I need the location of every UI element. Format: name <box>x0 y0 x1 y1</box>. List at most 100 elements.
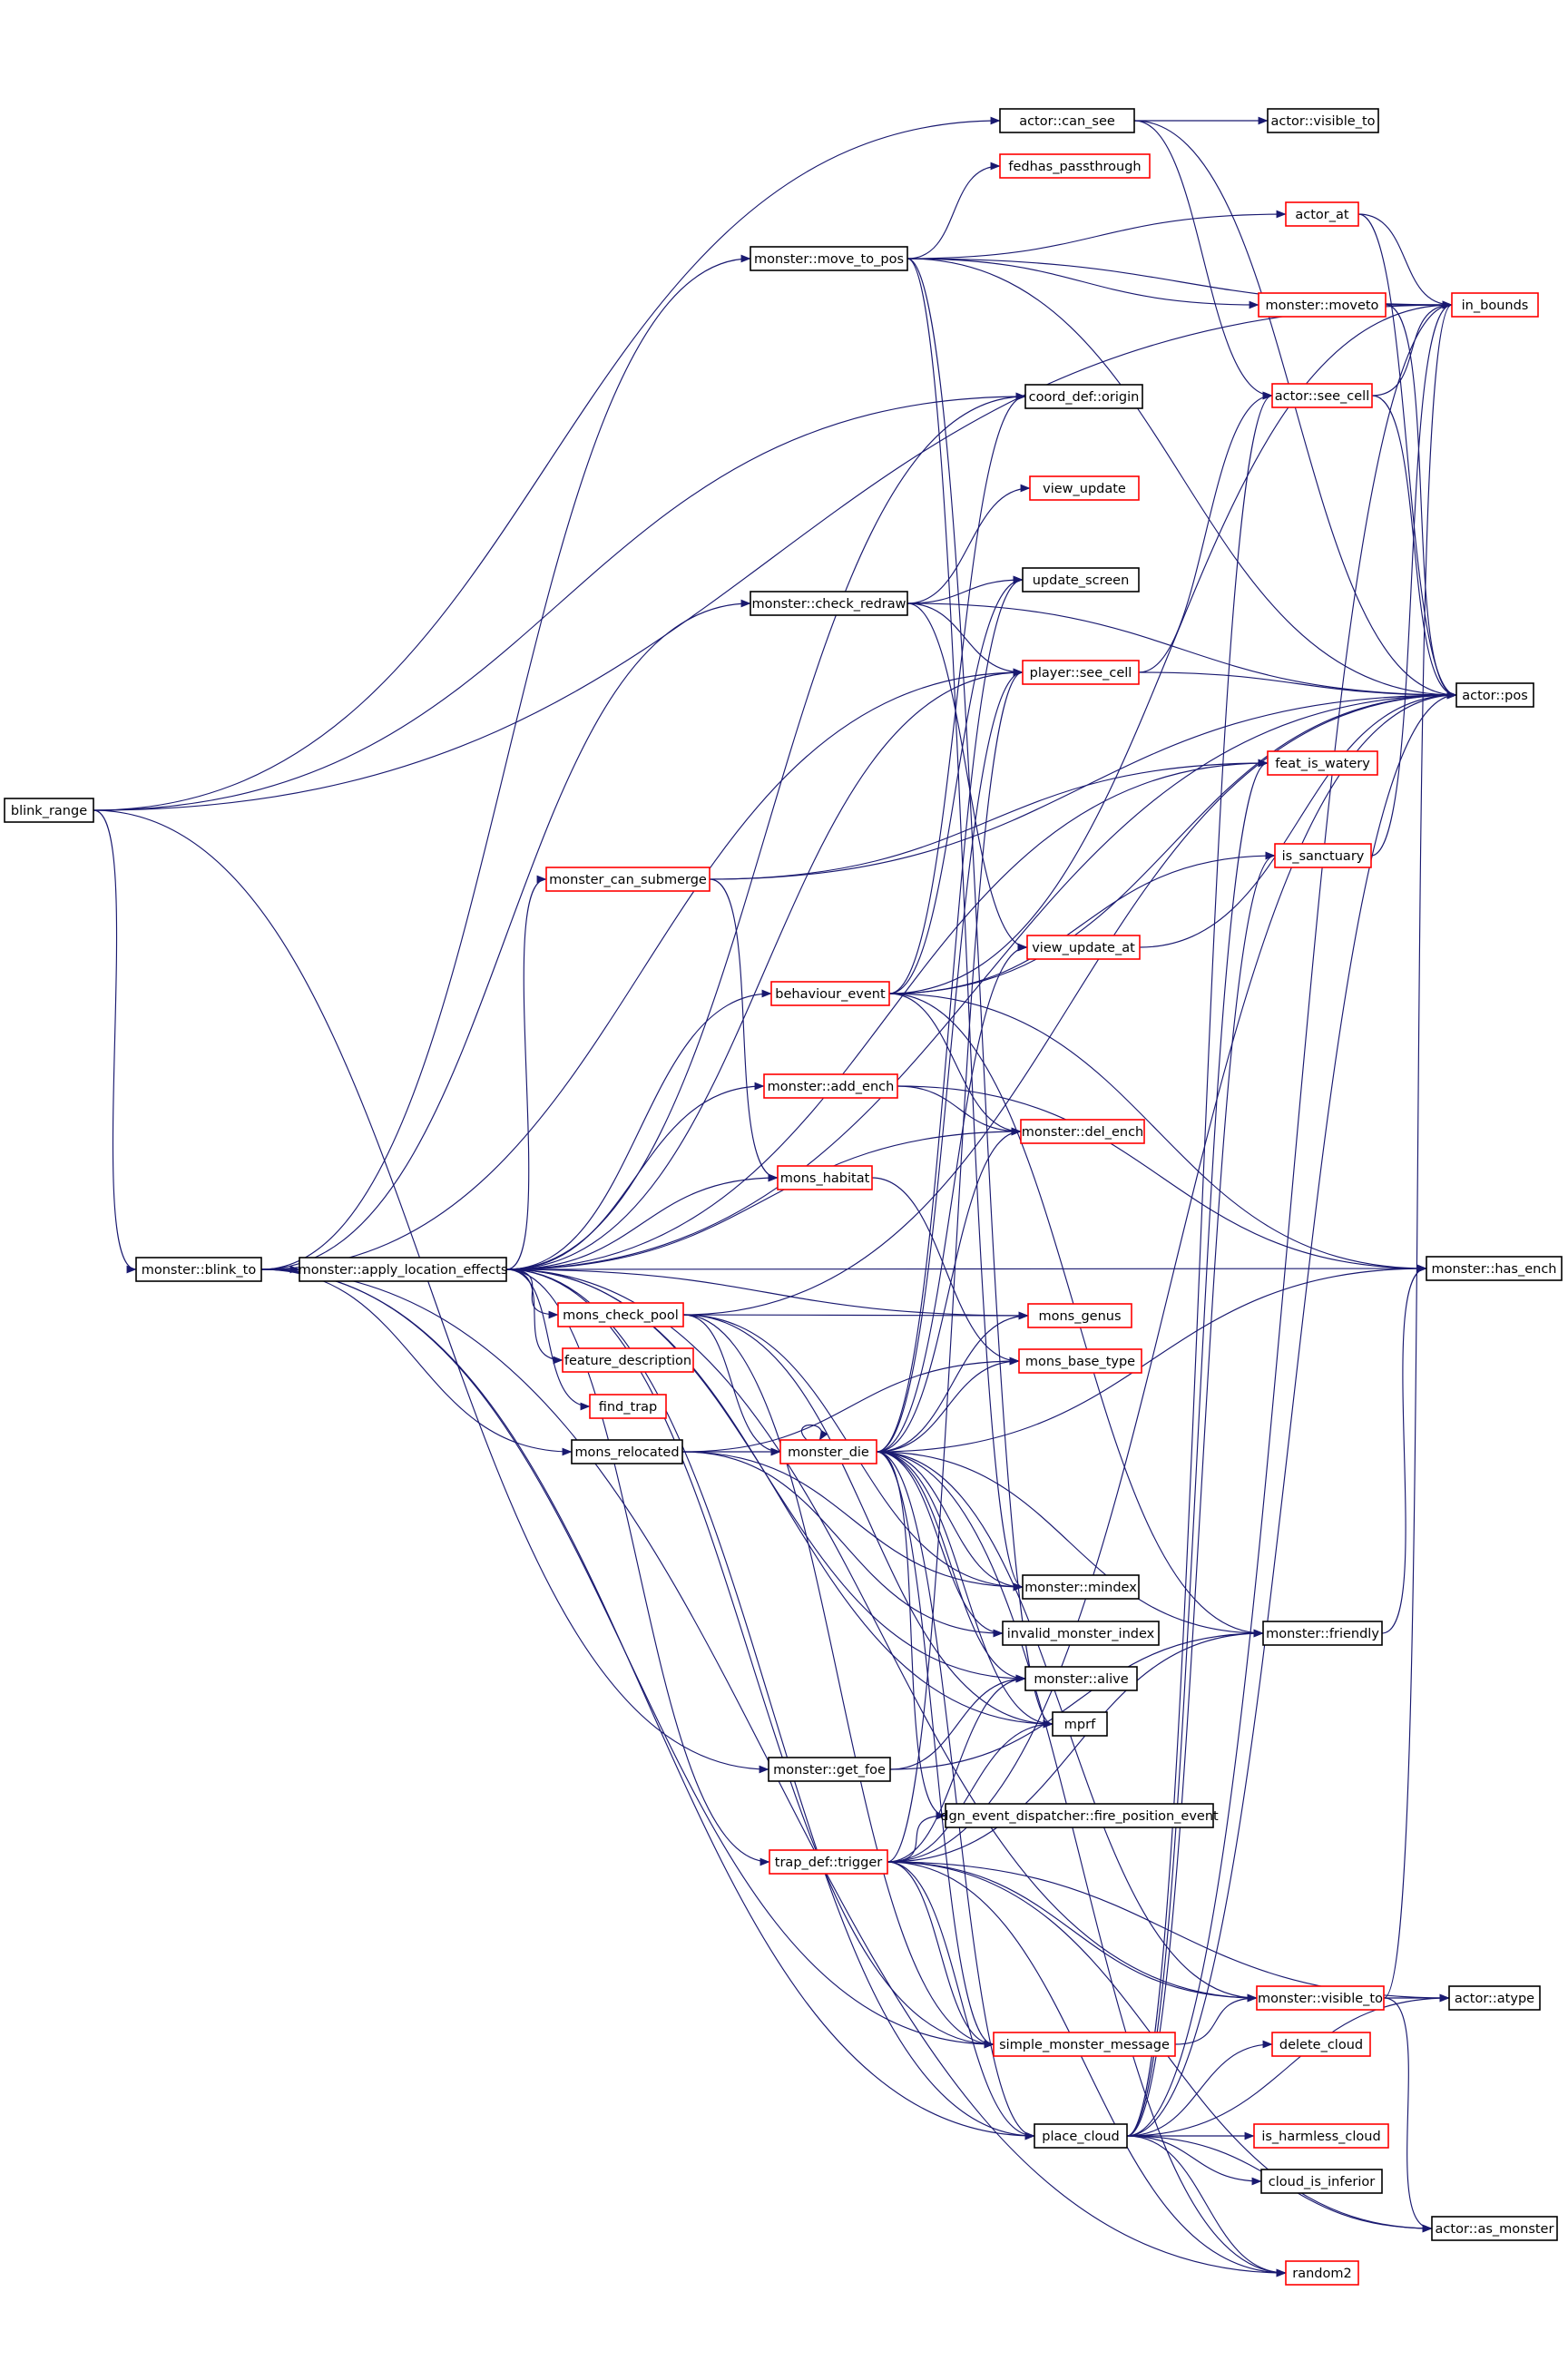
node-label[interactable]: actor_at <box>1295 208 1349 222</box>
node-box[interactable] <box>1034 2123 1128 2149</box>
node-box[interactable] <box>1267 108 1379 133</box>
node-label[interactable]: monster::has_ench <box>1432 1262 1557 1277</box>
graph-node[interactable]: actor::atype <box>1448 1985 1541 2011</box>
graph-node[interactable]: mons_habitat <box>777 1165 873 1190</box>
graph-node[interactable]: actor::visible_to <box>1267 108 1379 133</box>
node-box[interactable] <box>750 246 908 271</box>
node-box[interactable] <box>769 1849 888 1875</box>
graph-node[interactable]: fedhas_passthrough <box>999 153 1151 179</box>
node-label[interactable]: cloud_is_inferior <box>1269 2175 1375 2189</box>
node-box[interactable] <box>1253 2123 1389 2149</box>
node-box[interactable] <box>768 1757 891 1782</box>
node-box[interactable] <box>557 1302 684 1327</box>
node-box[interactable] <box>1431 2216 1558 2241</box>
graph-node[interactable]: is_sanctuary <box>1274 843 1372 868</box>
node-box[interactable] <box>1029 475 1140 501</box>
node-label[interactable]: actor::can_see <box>1019 114 1115 129</box>
graph-node[interactable]: monster::alive <box>1024 1666 1138 1691</box>
node-box[interactable] <box>1285 201 1359 227</box>
graph-node[interactable]: mons_base_type <box>1018 1348 1142 1374</box>
graph-node[interactable]: coord_def::origin <box>1024 384 1143 409</box>
node-label[interactable]: monster_die <box>788 1445 869 1460</box>
node-box[interactable] <box>1018 1348 1142 1374</box>
node-box[interactable] <box>1267 750 1378 776</box>
node-box[interactable] <box>1002 1621 1160 1646</box>
node-box[interactable] <box>545 867 710 892</box>
node-box[interactable] <box>1024 1666 1138 1691</box>
graph-node[interactable]: actor::can_see <box>999 108 1135 133</box>
node-label[interactable]: delete_cloud <box>1279 2038 1363 2052</box>
node-label[interactable]: monster::check_redraw <box>752 597 906 612</box>
graph-node[interactable]: monster::check_redraw <box>750 591 908 616</box>
node-box[interactable] <box>1455 682 1534 708</box>
node-label[interactable]: behaviour_event <box>775 987 886 1002</box>
node-label[interactable]: monster::moveto <box>1266 299 1379 313</box>
node-box[interactable] <box>999 153 1151 179</box>
graph-node[interactable]: behaviour_event <box>770 981 890 1006</box>
graph-node[interactable]: monster::visible_to <box>1256 1985 1385 2011</box>
node-box[interactable] <box>589 1394 667 1419</box>
node-label[interactable]: fedhas_passthrough <box>1008 160 1141 174</box>
graph-node[interactable]: actor::pos <box>1455 682 1534 708</box>
graph-node[interactable]: monster_can_submerge <box>545 867 710 892</box>
node-box[interactable] <box>1271 2032 1371 2057</box>
node-box[interactable] <box>1024 384 1143 409</box>
node-box[interactable] <box>1451 292 1539 318</box>
node-label[interactable]: view_update_at <box>1032 941 1135 955</box>
node-box[interactable] <box>779 1439 877 1464</box>
graph-node[interactable]: delete_cloud <box>1271 2032 1371 2057</box>
node-label[interactable]: is_harmless_cloud <box>1261 2130 1380 2144</box>
node-box[interactable] <box>1426 1256 1563 1281</box>
node-label[interactable]: mons_habitat <box>780 1171 870 1186</box>
graph-node[interactable]: find_trap <box>589 1394 667 1419</box>
node-label[interactable]: monster::get_foe <box>773 1763 886 1778</box>
node-box[interactable] <box>562 1347 694 1373</box>
node-label[interactable]: monster::apply_location_effects <box>299 1263 508 1278</box>
node-box[interactable] <box>1271 383 1373 408</box>
node-label[interactable]: actor::visible_to <box>1270 114 1375 129</box>
node-label[interactable]: player::see_cell <box>1030 666 1132 681</box>
node-label[interactable]: dgn_event_dispatcher::fire_position_even… <box>940 1809 1219 1824</box>
node-label[interactable]: feat_is_watery <box>1275 757 1370 771</box>
graph-node[interactable]: invalid_monster_index <box>1002 1621 1160 1646</box>
node-box[interactable] <box>1022 567 1140 593</box>
graph-node[interactable]: player::see_cell <box>1022 660 1140 685</box>
graph-node[interactable]: monster::move_to_pos <box>750 246 908 271</box>
graph-node[interactable]: monster::moveto <box>1258 292 1387 318</box>
node-box[interactable] <box>770 981 890 1006</box>
node-label[interactable]: monster_can_submerge <box>549 873 707 887</box>
node-box[interactable] <box>750 591 908 616</box>
graph-node[interactable]: monster::mindex <box>1022 1574 1140 1600</box>
graph-node[interactable]: monster::del_ench <box>1020 1119 1145 1144</box>
node-box[interactable] <box>135 1257 262 1282</box>
node-label[interactable]: monster::move_to_pos <box>754 252 904 267</box>
graph-node[interactable]: mons_relocated <box>571 1439 683 1464</box>
node-box[interactable] <box>299 1257 507 1282</box>
graph-node[interactable]: monster::get_foe <box>768 1757 891 1782</box>
node-label[interactable]: monster::mindex <box>1024 1581 1137 1595</box>
node-box[interactable] <box>1285 2260 1359 2286</box>
graph-node[interactable]: update_screen <box>1022 567 1140 593</box>
node-box[interactable] <box>1258 292 1387 318</box>
node-label[interactable]: mons_base_type <box>1025 1355 1135 1369</box>
node-box[interactable] <box>1020 1119 1145 1144</box>
graph-node[interactable]: actor_at <box>1285 201 1359 227</box>
graph-node[interactable]: is_harmless_cloud <box>1253 2123 1389 2149</box>
graph-node[interactable]: mprf <box>1052 1711 1108 1737</box>
node-label[interactable]: actor::atype <box>1455 1992 1534 2006</box>
node-label[interactable]: simple_monster_message <box>999 2038 1170 2052</box>
graph-node[interactable]: mons_check_pool <box>557 1302 684 1327</box>
graph-node[interactable]: view_update <box>1029 475 1140 501</box>
node-label[interactable]: coord_def::origin <box>1029 390 1140 405</box>
graph-node[interactable]: monster::has_ench <box>1426 1256 1563 1281</box>
node-box[interactable] <box>4 798 94 823</box>
graph-node[interactable]: feature_description <box>562 1347 694 1373</box>
node-label[interactable]: actor::as_monster <box>1436 2222 1554 2237</box>
node-box[interactable] <box>1052 1711 1108 1737</box>
node-label[interactable]: random2 <box>1292 2267 1351 2281</box>
node-label[interactable]: mprf <box>1064 1718 1096 1732</box>
node-label[interactable]: view_update <box>1043 482 1126 496</box>
node-label[interactable]: monster::visible_to <box>1258 1992 1383 2006</box>
graph-node[interactable]: cloud_is_inferior <box>1260 2169 1383 2194</box>
graph-node[interactable]: monster::add_ench <box>763 1073 898 1099</box>
